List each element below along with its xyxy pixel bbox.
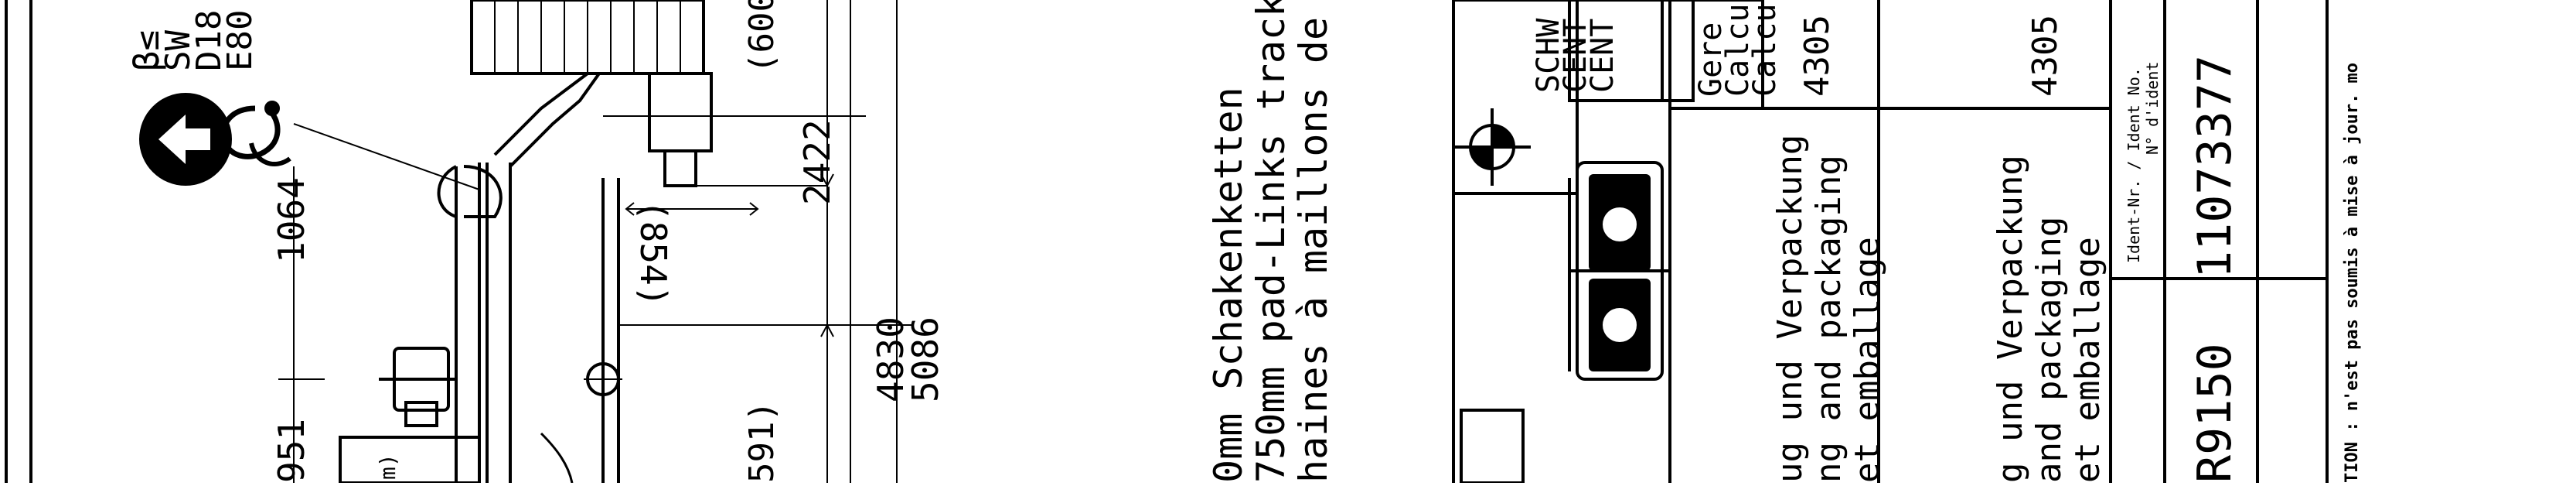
dimension-lines bbox=[278, 0, 912, 483]
lifting-hook-icon bbox=[139, 93, 291, 186]
read-manual-icon bbox=[1568, 161, 1671, 381]
title-block-grid bbox=[339, 0, 2329, 484]
machine-outline bbox=[293, 0, 713, 484]
frame-lines bbox=[5, 0, 1455, 483]
center-of-gravity-icon bbox=[1453, 108, 1531, 186]
